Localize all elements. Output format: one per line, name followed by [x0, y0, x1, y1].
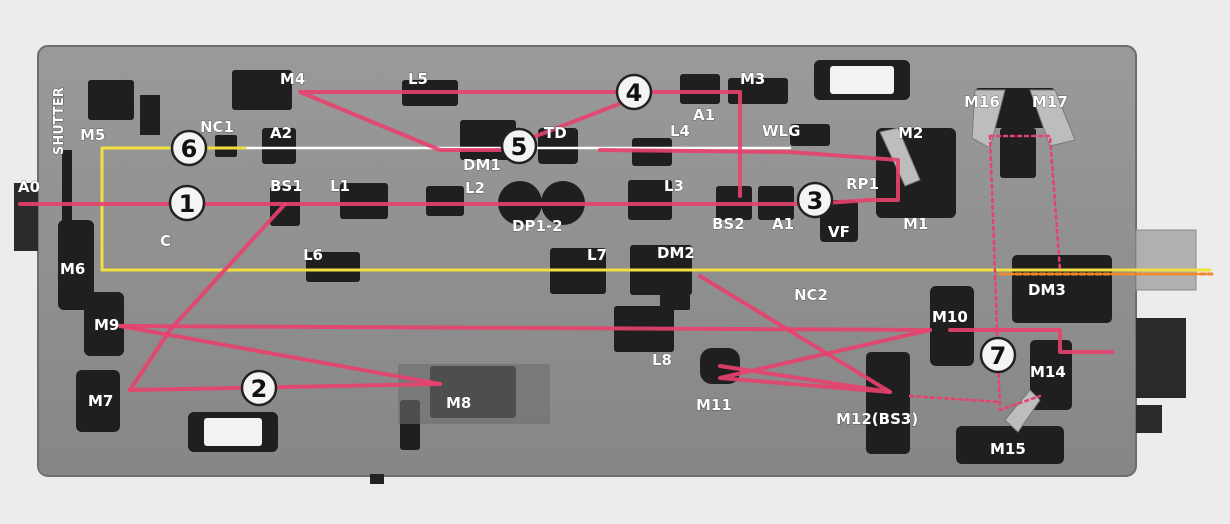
label-l8: L8: [652, 351, 672, 369]
label-l2: L2: [465, 179, 485, 197]
m12-mount: [866, 352, 910, 454]
label-c: C: [160, 232, 171, 250]
label-nc2: NC2: [794, 286, 828, 304]
label-m2: M2: [898, 124, 923, 142]
label-bs2: BS2: [712, 215, 745, 233]
label-l3: L3: [664, 177, 684, 195]
label-a1-top: A1: [693, 106, 715, 124]
label-m6: M6: [60, 260, 85, 278]
label-m7: M7: [88, 392, 113, 410]
beam-marker-5: 5: [502, 129, 536, 163]
window-bottom-glass: [204, 418, 262, 446]
beam-marker-3: 3: [798, 183, 832, 217]
label-a1-mid: A1: [772, 215, 794, 233]
label-dm2: DM2: [657, 244, 695, 262]
label-m16: M16: [964, 93, 1000, 111]
shutter-mount: [62, 150, 72, 230]
nc1-mount: [215, 135, 237, 157]
beam-number-4: 4: [626, 79, 643, 107]
label-l4: L4: [670, 122, 690, 140]
label-l6: L6: [303, 246, 323, 264]
label-m1: M1: [903, 215, 928, 233]
label-a2: A2: [270, 124, 292, 142]
right-port-tab: [1136, 405, 1162, 433]
label-wlg: WLG: [762, 122, 800, 140]
beam-marker-4: 4: [617, 75, 651, 109]
beam-number-5: 5: [511, 133, 528, 161]
beam-number-2: 2: [251, 375, 268, 403]
label-td: TD: [544, 124, 567, 142]
beam-marker-2: 2: [242, 371, 276, 405]
beam-number-7: 7: [990, 342, 1007, 370]
m10-mount: [930, 286, 974, 366]
beam-number-1: 1: [179, 190, 196, 218]
label-dm1: DM1: [463, 156, 501, 174]
beam-marker-1: 1: [170, 186, 204, 220]
label-dm3: DM3: [1028, 281, 1066, 299]
bottom-tab: [370, 474, 384, 484]
label-m4: M4: [280, 70, 305, 88]
m5-stub: [140, 95, 160, 135]
right-port-bottom: [1136, 318, 1186, 398]
label-bs1: BS1: [270, 177, 303, 195]
beam-number-6: 6: [181, 135, 198, 163]
a1-top-mount: [680, 74, 720, 104]
translation-stage: [398, 364, 550, 424]
l2-mount: [426, 186, 464, 216]
label-m3: M3: [740, 70, 765, 88]
beam-marker-7: 7: [981, 338, 1015, 372]
label-l1: L1: [330, 177, 350, 195]
beam-marker-6: 6: [172, 131, 206, 165]
label-m12: M12(BS3): [836, 410, 918, 428]
beam-number-3: 3: [807, 187, 824, 215]
label-m8: M8: [446, 394, 471, 412]
window-top-glass: [830, 66, 894, 94]
label-m10: M10: [932, 308, 968, 326]
label-m11: M11: [696, 396, 732, 414]
label-m14: M14: [1030, 363, 1066, 381]
label-shutter: SHUTTER: [52, 87, 67, 155]
m5-mount: [88, 80, 134, 120]
label-rp1: RP1: [846, 175, 879, 193]
label-vf: VF: [828, 223, 850, 241]
label-a0: A0: [18, 178, 40, 196]
label-l5: L5: [408, 70, 428, 88]
label-m15: M15: [990, 440, 1026, 458]
label-m9: M9: [94, 316, 119, 334]
label-nc1: NC1: [200, 118, 234, 136]
right-port-top: [1136, 230, 1196, 290]
label-l7: L7: [587, 246, 607, 264]
label-m17: M17: [1032, 93, 1068, 111]
label-m5: M5: [80, 126, 105, 144]
label-dp12: DP1-2: [512, 217, 563, 235]
